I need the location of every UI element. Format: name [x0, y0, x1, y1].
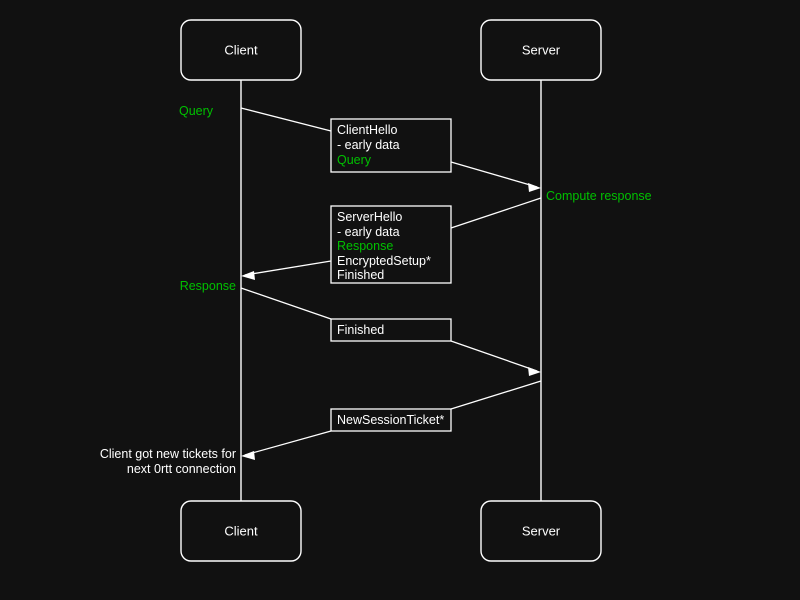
- arrow-new-session-ticket-segment-right: [450, 380, 542, 410]
- message-box-server-hello-rect: [330, 205, 452, 284]
- actor-server-bottom-label: Server: [522, 523, 561, 538]
- message-server-hello-line-4: EncryptedSetup*: [337, 254, 431, 268]
- message-server-hello-line-2: - early data: [337, 225, 400, 239]
- actor-server-top-label: Server: [522, 42, 561, 57]
- message-box-client-hello-rect: [330, 118, 452, 173]
- arrowhead-new-session-ticket: [241, 451, 255, 460]
- arrowhead-server-hello: [241, 271, 255, 280]
- arrowhead-client-hello: [528, 183, 541, 192]
- arrow-server-hello-segment-right: [450, 197, 542, 229]
- message-client-hello-line-1: ClientHello: [337, 123, 397, 137]
- message-server-hello-line-1: ServerHello: [337, 210, 402, 224]
- message-client-hello-line-3: Query: [337, 153, 372, 167]
- arrowhead-finished: [528, 367, 541, 376]
- message-new-session-ticket-line-1: NewSessionTicket*: [337, 413, 444, 427]
- message-box-client-hello[interactable]: ClientHello - early data Query: [330, 118, 452, 173]
- arrow-new-session-ticket-segment-left: [244, 430, 332, 456]
- arrow-client-hello-segment-left: [240, 107, 332, 132]
- actor-server-bottom[interactable]: Server: [480, 500, 602, 562]
- actor-client-top-label: Client: [224, 42, 258, 57]
- message-box-finished-rect: [330, 318, 452, 342]
- message-box-new-session-ticket-rect: [330, 408, 452, 432]
- message-server-hello-line-5: Finished: [337, 268, 384, 282]
- message-box-server-hello[interactable]: ServerHello - early data Response Encryp…: [330, 205, 452, 284]
- arrow-client-hello-segment-right: [450, 161, 538, 188]
- actor-client-bottom-box: [180, 500, 302, 562]
- actor-client-bottom[interactable]: Client: [180, 500, 302, 562]
- label-query: Query: [179, 104, 214, 118]
- actor-client-top-box: [180, 19, 302, 81]
- label-tickets-line-1: Client got new tickets for: [100, 447, 236, 461]
- actor-client-top[interactable]: Client: [180, 19, 302, 81]
- label-response: Response: [180, 279, 236, 293]
- actor-server-top-box: [480, 19, 602, 81]
- message-box-new-session-ticket[interactable]: NewSessionTicket*: [330, 408, 452, 432]
- actor-server-bottom-box: [480, 500, 602, 562]
- message-server-hello-line-3: Response: [337, 239, 393, 253]
- message-client-hello-line-2: - early data: [337, 138, 400, 152]
- arrow-finished-segment-left: [240, 287, 332, 320]
- arrow-finished-segment-right: [450, 340, 538, 372]
- actor-client-bottom-label: Client: [224, 523, 258, 538]
- label-tickets-line-2: next 0rtt connection: [127, 462, 236, 476]
- message-finished-line-1: Finished: [337, 323, 384, 337]
- label-compute-response: Compute response: [546, 189, 652, 203]
- message-box-finished[interactable]: Finished: [330, 318, 452, 342]
- actor-server-top[interactable]: Server: [480, 19, 602, 81]
- arrow-server-hello-segment-left: [244, 260, 332, 276]
